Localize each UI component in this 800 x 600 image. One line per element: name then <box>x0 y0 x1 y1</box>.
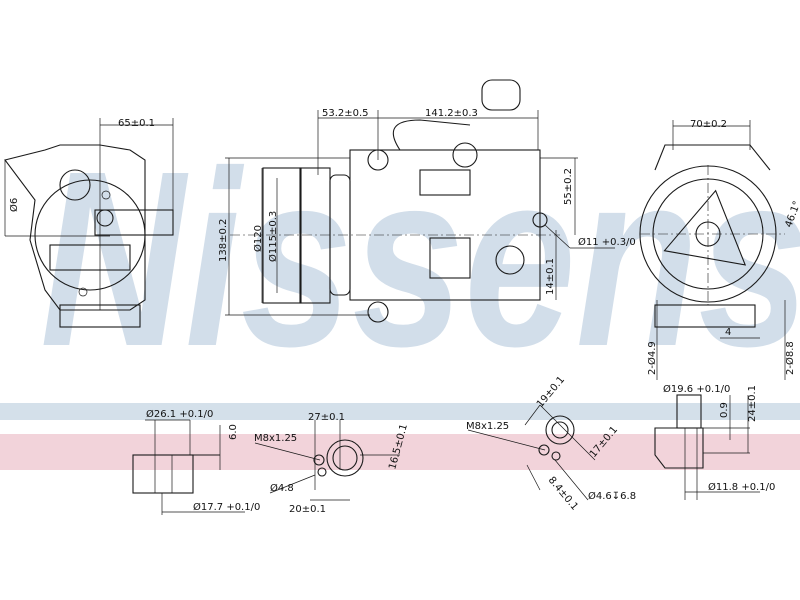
main-view <box>225 79 615 323</box>
dim-port4-dia: Ø19.6 +0.1/0 <box>663 383 730 395</box>
port-detail-2 <box>254 420 400 501</box>
dim-height-138: 138±0.2 <box>218 219 229 262</box>
dim-port3-84: 8.4±0.1 <box>546 475 580 513</box>
dim-holes-88: 2-Ø8.8 <box>784 341 796 375</box>
dim-port1-dia: Ø26.1 +0.1/0 <box>146 408 213 420</box>
port-detail-1 <box>132 419 245 515</box>
port-detail-4 <box>654 394 760 500</box>
dim-port2-20: 20±0.1 <box>289 504 326 515</box>
band-blue <box>0 403 800 420</box>
dim-port4-09: 0.9 <box>719 402 730 418</box>
dim-14: 14±0.1 <box>545 258 556 295</box>
dim-port4-24: 24±0.1 <box>747 385 758 422</box>
dim-port1-dia2: Ø17.7 +0.1/0 <box>193 501 260 513</box>
dim-top-53: 53.2±0.5 <box>322 108 369 119</box>
dim-port2-hole: Ø4.8 <box>270 482 294 494</box>
dim-pulley-120: Ø120 <box>252 225 264 252</box>
dim-port3-thread: M8x1.25 <box>466 421 509 432</box>
dim-holes-49: 2-Ø4.9 <box>646 341 658 375</box>
dim-hole-11: Ø11 +0.3/0 <box>578 236 636 248</box>
dim-port4-dia2: Ø11.8 +0.1/0 <box>708 481 775 493</box>
port-detail-3 <box>467 404 596 501</box>
front-view <box>639 120 786 380</box>
dim-port2-27: 27±0.1 <box>308 412 345 423</box>
dim-side-width: 65±0.1 <box>118 118 155 129</box>
dim-front-70: 70±0.2 <box>690 119 727 130</box>
dim-top-141: 141.2±0.3 <box>425 108 478 119</box>
dim-55: 55±0.2 <box>563 168 574 205</box>
dim-4: 4 <box>725 327 731 338</box>
dim-side-dia: Ø6 <box>8 198 20 212</box>
dim-port3-hole: Ø4.6↧6.8 <box>588 490 636 502</box>
dim-port2-thread: M8x1.25 <box>254 433 297 444</box>
dim-pulley-115: Ø115±0.3 <box>267 211 279 262</box>
side-view <box>4 118 174 328</box>
nissens-watermark: Nissens <box>40 119 800 398</box>
dim-port1-h: 6.0 <box>228 424 239 440</box>
